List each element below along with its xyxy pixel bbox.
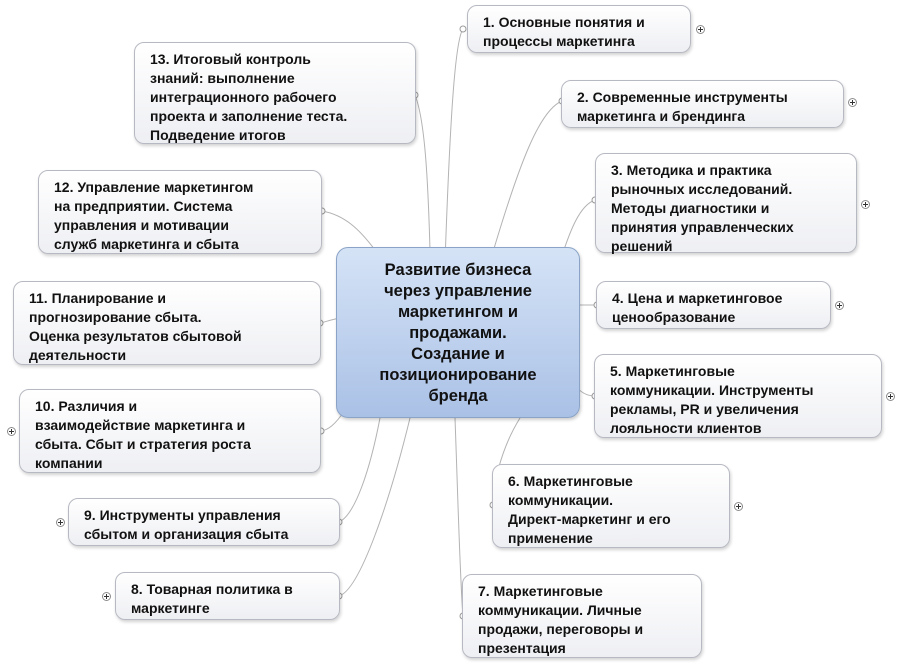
expand-plus-icon[interactable] (102, 592, 111, 601)
connector-t12 (321, 210, 376, 251)
expand-plus-icon[interactable] (861, 200, 870, 209)
topic-3[interactable]: 3. Методика и практика рыночных исследов… (595, 153, 857, 254)
topic-2[interactable]: 2. Современные инструменты маркетинга и … (561, 80, 844, 128)
topic-7[interactable]: 7. Маркетинговые коммуникации. Личные пр… (462, 574, 702, 658)
topic-9[interactable]: 9. Инструменты управления сбытом и орган… (68, 498, 340, 546)
connector-t1 (444, 28, 464, 263)
expand-plus-icon[interactable] (7, 427, 16, 436)
expand-plus-icon[interactable] (696, 25, 705, 34)
topic-11[interactable]: 11. Планирование и прогнозирование сбыта… (13, 281, 321, 365)
expand-plus-icon[interactable] (835, 301, 844, 310)
connector-t8 (338, 417, 411, 597)
expand-plus-icon[interactable] (886, 392, 895, 401)
expand-plus-icon[interactable] (734, 502, 743, 511)
expand-plus-icon[interactable] (848, 98, 857, 107)
topic-8[interactable]: 8. Товарная политика в маркетинге (115, 572, 340, 620)
expand-plus-icon[interactable] (56, 518, 65, 527)
connector-t13 (414, 94, 431, 251)
connector-t9 (338, 417, 381, 523)
topic-13[interactable]: 13. Итоговый контроль знаний: выполнение… (134, 42, 416, 144)
connector-dot-t1 (459, 25, 467, 33)
connector-t7 (454, 417, 464, 617)
topic-10[interactable]: 10. Различия и взаимодействие маркетинга… (19, 389, 321, 473)
topic-1[interactable]: 1. Основные понятия и процессы маркетинг… (467, 5, 691, 53)
central-topic[interactable]: Развитие бизнеса через управление маркет… (336, 247, 580, 418)
topic-4[interactable]: 4. Цена и маркетинговое ценообразование (596, 281, 831, 329)
topic-12[interactable]: 12. Управление маркетингом на предприяти… (38, 170, 322, 254)
connector-t2 (489, 100, 563, 263)
topic-5[interactable]: 5. Маркетинговые коммуникации. Инструмен… (594, 354, 882, 438)
topic-6[interactable]: 6. Маркетинговые коммуникации. Директ-ма… (492, 464, 730, 548)
